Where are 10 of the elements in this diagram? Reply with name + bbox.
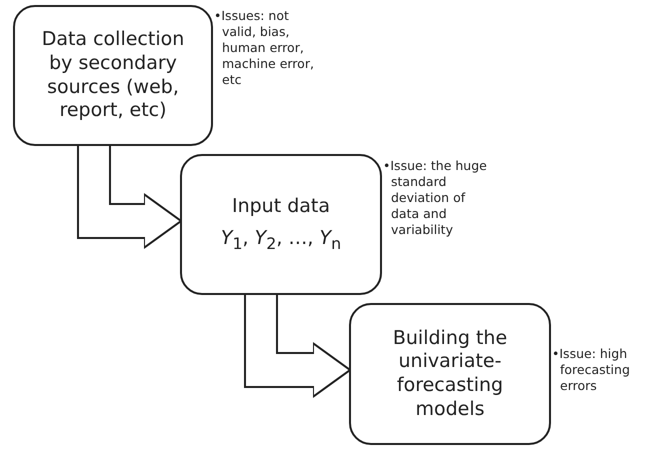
issue-note: •Issue: the huge standard deviation of data and variability <box>383 158 488 238</box>
process-box <box>349 303 551 445</box>
issue-note: •Issues: not valid, bias, human error, machine error, etc <box>214 8 315 88</box>
box-text: Data collection by secondary sources (web, report, etc) <box>40 28 186 123</box>
box-text: Input data <box>232 195 330 220</box>
process-box <box>180 154 382 295</box>
box-text: Building the univariate-forecasting models <box>392 326 508 422</box>
process-box <box>13 5 213 146</box>
box-text: Y$_{1}$, Y$_{2}$, …, Y$_{n}$ <box>220 227 342 254</box>
issue-note: •Issue: high forecasting errors <box>552 346 631 394</box>
